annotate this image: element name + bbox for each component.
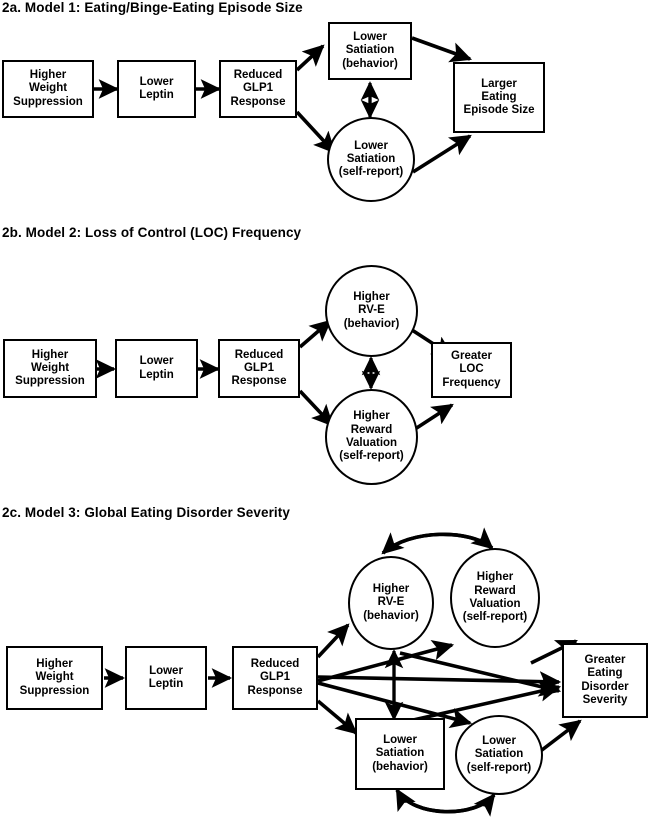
panel-title-2a: 2a. Model 1: Eating/Binge-Eating Episode… bbox=[2, 0, 303, 15]
edge-rve-out bbox=[399, 651, 562, 697]
edge-glp1-rve bbox=[298, 319, 332, 349]
panel-title-2b: 2b. Model 2: Loss of Control (LOC) Frequ… bbox=[2, 225, 302, 240]
edge-satb-out bbox=[411, 36, 473, 63]
edge-glp1-satb bbox=[316, 699, 358, 735]
edge-rv-out bbox=[411, 403, 454, 433]
edge-glp1-rv bbox=[317, 639, 455, 683]
edge-satb-out bbox=[399, 681, 562, 725]
panel-title-2c: 2c. Model 3: Global Eating Disorder Seve… bbox=[2, 505, 290, 520]
edge-sats-out bbox=[412, 134, 472, 174]
edge-glp1-satb bbox=[295, 44, 325, 72]
panel-model-1: 2a. Model 1: Eating/Binge-Eating Episode… bbox=[0, 0, 660, 225]
edge-satb-sats-curve-left bbox=[395, 788, 496, 814]
panel-model-3: 2c. Model 3: Global Eating Disorder Seve… bbox=[0, 505, 660, 824]
edges-2a bbox=[94, 36, 473, 174]
edge-glp1-rve bbox=[316, 623, 350, 659]
edge-satb-sats-curve-right bbox=[395, 788, 496, 817]
edge-glp1-rv bbox=[298, 389, 334, 427]
edge-glp1-sats bbox=[295, 110, 336, 154]
edges-2b bbox=[95, 319, 454, 433]
panel-model-2: 2b. Model 2: Loss of Control (LOC) Frequ… bbox=[0, 225, 660, 505]
edges-2c bbox=[104, 527, 582, 817]
edge-rve-rv-curve-left bbox=[381, 532, 494, 555]
edge-sats-out bbox=[536, 719, 582, 755]
